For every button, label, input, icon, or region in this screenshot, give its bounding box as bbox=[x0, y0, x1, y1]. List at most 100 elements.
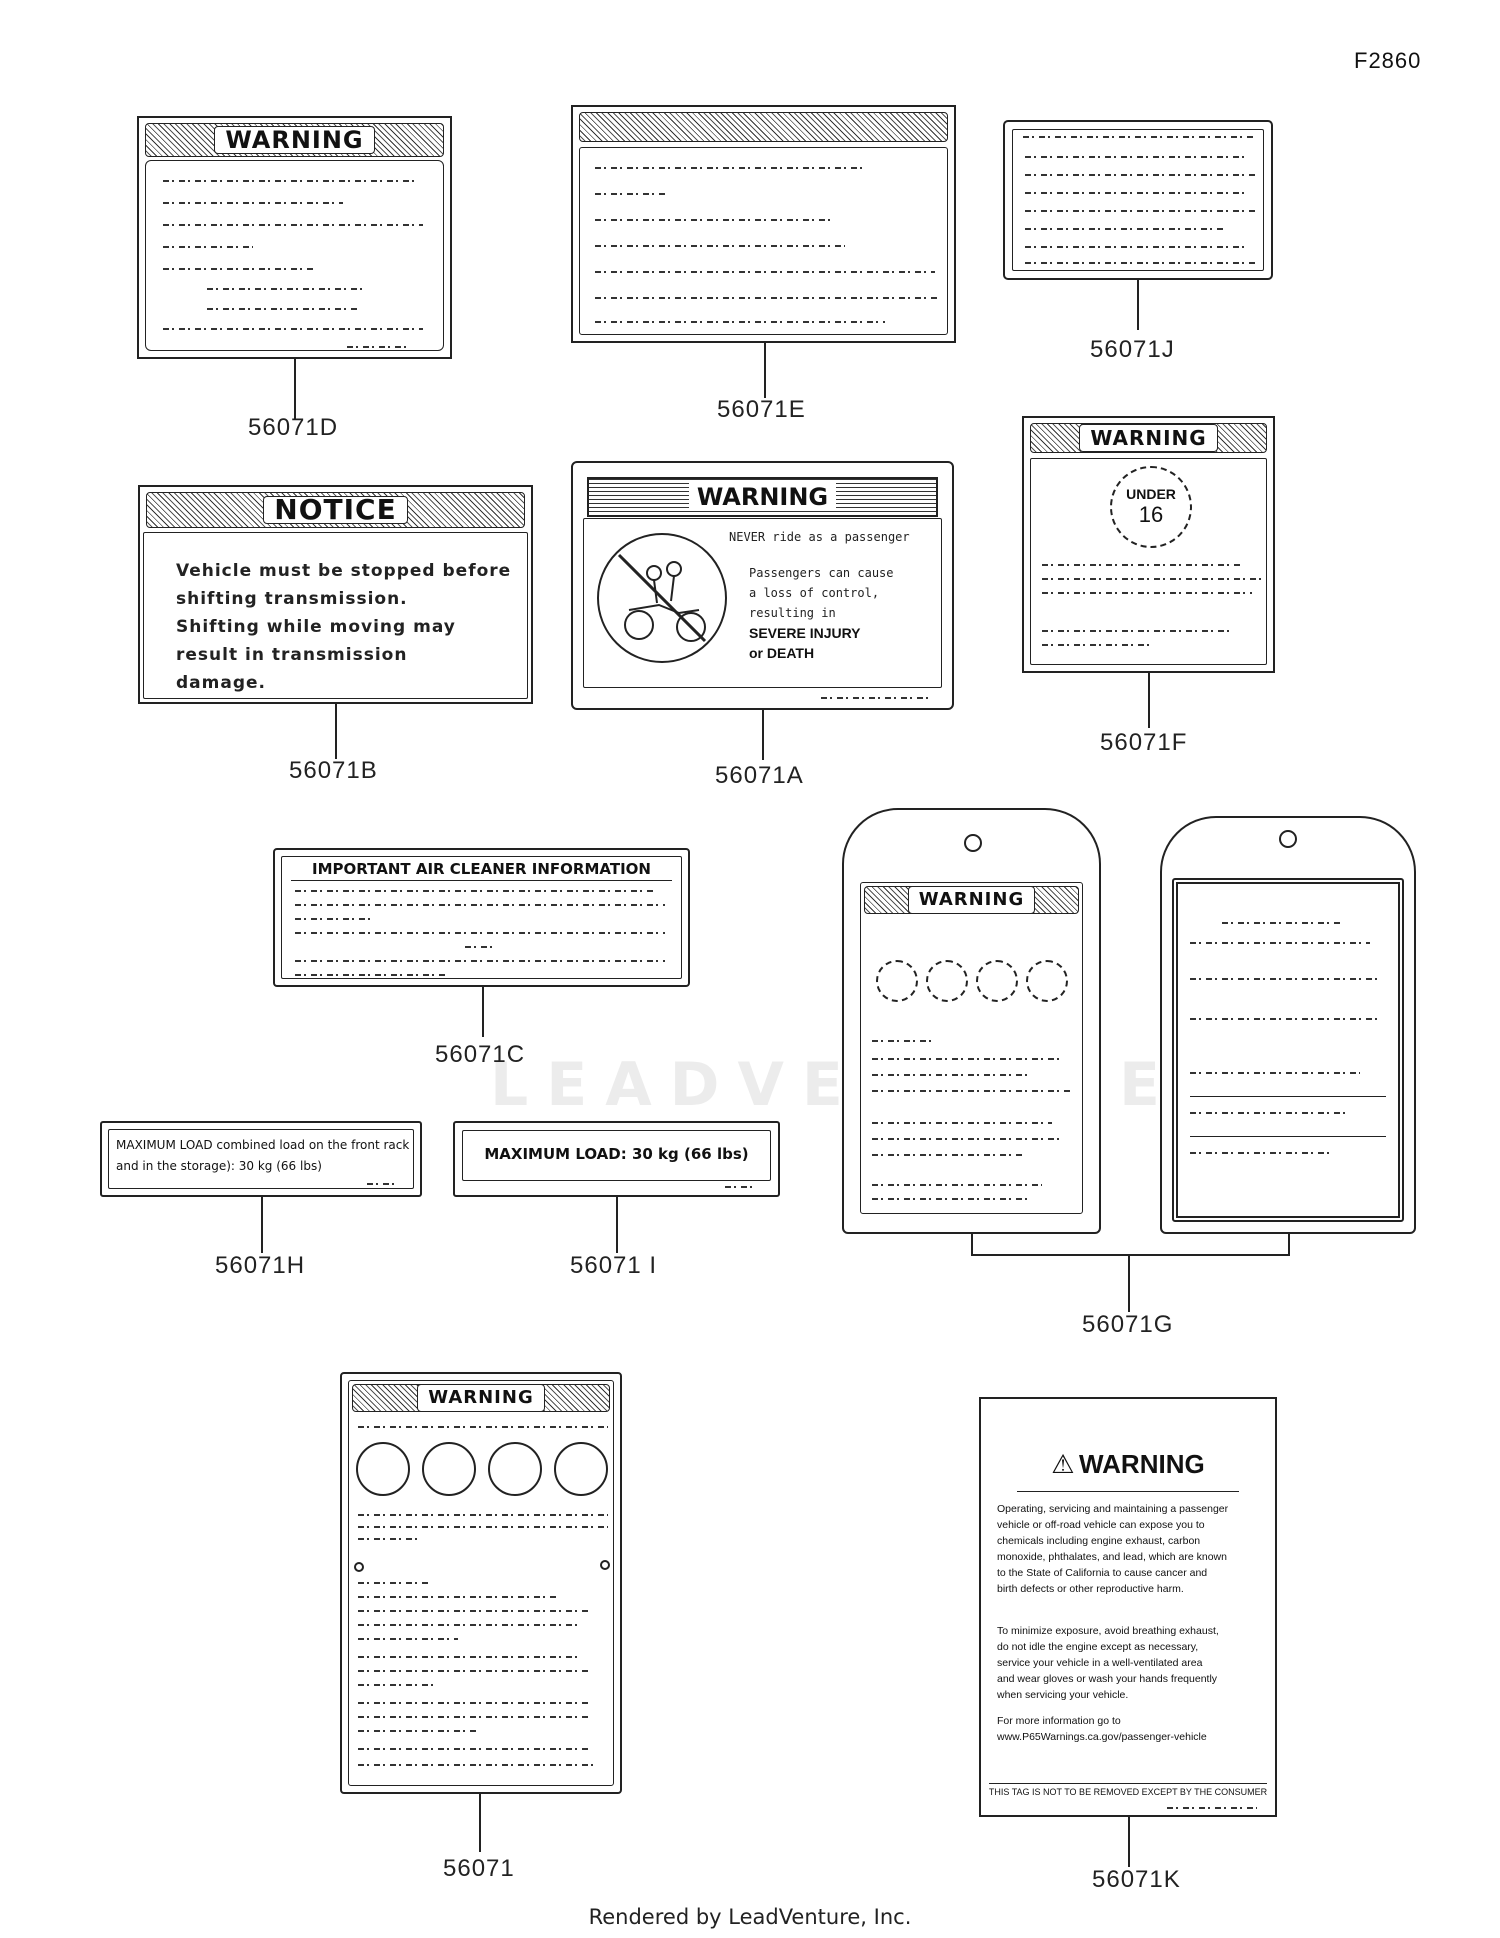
text-line bbox=[725, 1186, 755, 1188]
label-56071c[interactable]: IMPORTANT AIR CLEANER INFORMATION bbox=[273, 848, 690, 987]
leader-line bbox=[971, 1234, 973, 1254]
part-number[interactable]: 56071C bbox=[435, 1041, 526, 1068]
warning-title: WARNING bbox=[417, 1384, 545, 1412]
part-number[interactable]: 56071H bbox=[215, 1252, 306, 1279]
tag-56071g-right[interactable] bbox=[1160, 816, 1416, 1234]
part-number[interactable]: 56071K bbox=[1092, 1866, 1181, 1893]
label-header: WARNING bbox=[1030, 423, 1267, 453]
text-line bbox=[358, 1610, 588, 1612]
label-56071k[interactable]: ⚠ WARNING Operating, servicing and maint… bbox=[979, 1397, 1277, 1817]
label-56071b[interactable]: NOTICE Vehicle must be stopped before sh… bbox=[138, 485, 533, 704]
text-line bbox=[1190, 978, 1380, 980]
text-line bbox=[1025, 262, 1255, 264]
text-line bbox=[1222, 922, 1342, 924]
text-line bbox=[207, 288, 367, 290]
part-number[interactable]: 56071J bbox=[1090, 336, 1175, 363]
no-passenger-icon-graphic bbox=[617, 553, 707, 643]
label-body bbox=[1030, 458, 1267, 665]
label-body bbox=[462, 1130, 771, 1181]
leader-line bbox=[616, 1197, 618, 1253]
warning-title: WARNING bbox=[1079, 1449, 1205, 1479]
text-line bbox=[1042, 630, 1232, 632]
leader-line bbox=[294, 359, 296, 419]
text-line bbox=[872, 1090, 1072, 1092]
tag-body bbox=[860, 882, 1083, 1214]
screw-hole bbox=[600, 1560, 610, 1570]
label-body bbox=[1012, 129, 1264, 271]
text-line bbox=[358, 1624, 578, 1626]
text-line bbox=[358, 1656, 578, 1658]
text-line bbox=[358, 1764, 598, 1766]
text-line bbox=[367, 1183, 397, 1185]
tag-56071g-left[interactable]: WARNING bbox=[842, 808, 1101, 1234]
text-line bbox=[872, 1074, 1032, 1076]
leader-line bbox=[261, 1197, 263, 1253]
max-load-text: MAXIMUM LOAD combined load on the front … bbox=[116, 1138, 410, 1173]
text-line bbox=[358, 1514, 608, 1516]
part-number[interactable]: 56071E bbox=[717, 396, 806, 423]
text-line bbox=[358, 1716, 588, 1718]
label-body bbox=[145, 160, 444, 351]
warning-triangle-icon: ⚠ bbox=[1051, 1449, 1075, 1479]
divider bbox=[291, 880, 672, 881]
text-line bbox=[163, 328, 423, 330]
part-number[interactable]: 56071F bbox=[1100, 729, 1188, 756]
hazard-icon bbox=[876, 960, 918, 1002]
text-line bbox=[1025, 156, 1245, 158]
hazard-icon bbox=[1026, 960, 1068, 1002]
label-56071f[interactable]: WARNING UNDER 16 bbox=[1022, 416, 1275, 673]
hazard-icon bbox=[554, 1442, 608, 1496]
prop65-link-text: For more information go to www.P65Warnin… bbox=[997, 1715, 1207, 1743]
air-cleaner-title: IMPORTANT AIR CLEANER INFORMATION bbox=[312, 860, 651, 878]
text-line bbox=[872, 1154, 1022, 1156]
label-56071i[interactable]: MAXIMUM LOAD: 30 kg (66 lbs) bbox=[453, 1121, 780, 1197]
text-line bbox=[595, 321, 885, 323]
label-56071[interactable]: WARNING bbox=[340, 1372, 622, 1794]
text-line bbox=[358, 1526, 608, 1528]
text-line bbox=[821, 697, 931, 699]
tag-body bbox=[1172, 878, 1404, 1222]
hazard-icon bbox=[926, 960, 968, 1002]
tag-hole bbox=[1279, 830, 1297, 848]
no-entry-icon bbox=[422, 1442, 476, 1496]
text-line bbox=[295, 918, 375, 920]
part-number[interactable]: 56071G bbox=[1082, 1311, 1174, 1338]
age-text: 16 bbox=[1138, 502, 1164, 527]
text-line bbox=[1167, 1807, 1257, 1809]
text-line bbox=[872, 1198, 1032, 1200]
text-line bbox=[1190, 1152, 1330, 1154]
leader-line bbox=[1148, 673, 1150, 728]
label-header: WARNING bbox=[587, 477, 938, 517]
label-56071a[interactable]: WARNING NEVER ride as a passenger Passen… bbox=[571, 461, 954, 710]
part-number[interactable]: 56071 I bbox=[570, 1252, 658, 1279]
text-line bbox=[358, 1670, 588, 1672]
label-56071d[interactable]: WARNING bbox=[137, 116, 452, 359]
text-line bbox=[295, 974, 445, 976]
severe-text: SEVERE INJURY or DEATH bbox=[749, 625, 861, 661]
under-text: UNDER bbox=[1126, 486, 1176, 502]
part-number[interactable]: 56071 bbox=[443, 1855, 515, 1882]
notice-title: NOTICE bbox=[263, 496, 408, 524]
label-body bbox=[348, 1380, 614, 1786]
text-line bbox=[358, 1538, 418, 1540]
part-number[interactable]: 56071D bbox=[248, 414, 339, 441]
part-number[interactable]: 56071B bbox=[289, 757, 378, 784]
text-line bbox=[163, 224, 423, 226]
label-56071j[interactable] bbox=[1003, 120, 1273, 280]
text-line bbox=[1042, 578, 1262, 580]
label-56071e[interactable] bbox=[571, 105, 956, 343]
text-line bbox=[1025, 210, 1255, 212]
label-56071h[interactable]: MAXIMUM LOAD combined load on the front … bbox=[100, 1121, 422, 1197]
text-line bbox=[163, 246, 253, 248]
text-line bbox=[358, 1638, 458, 1640]
part-number[interactable]: 56071A bbox=[715, 762, 804, 789]
label-body bbox=[108, 1129, 414, 1189]
text-line bbox=[595, 245, 845, 247]
text-line bbox=[163, 180, 418, 182]
text-line bbox=[358, 1748, 588, 1750]
tag-footer-text: THIS TAG IS NOT TO BE REMOVED EXCEPT BY … bbox=[988, 1787, 1268, 1797]
text-line bbox=[872, 1058, 1062, 1060]
tag-hole bbox=[964, 834, 982, 852]
text-line bbox=[595, 297, 940, 299]
label-body bbox=[583, 518, 942, 688]
